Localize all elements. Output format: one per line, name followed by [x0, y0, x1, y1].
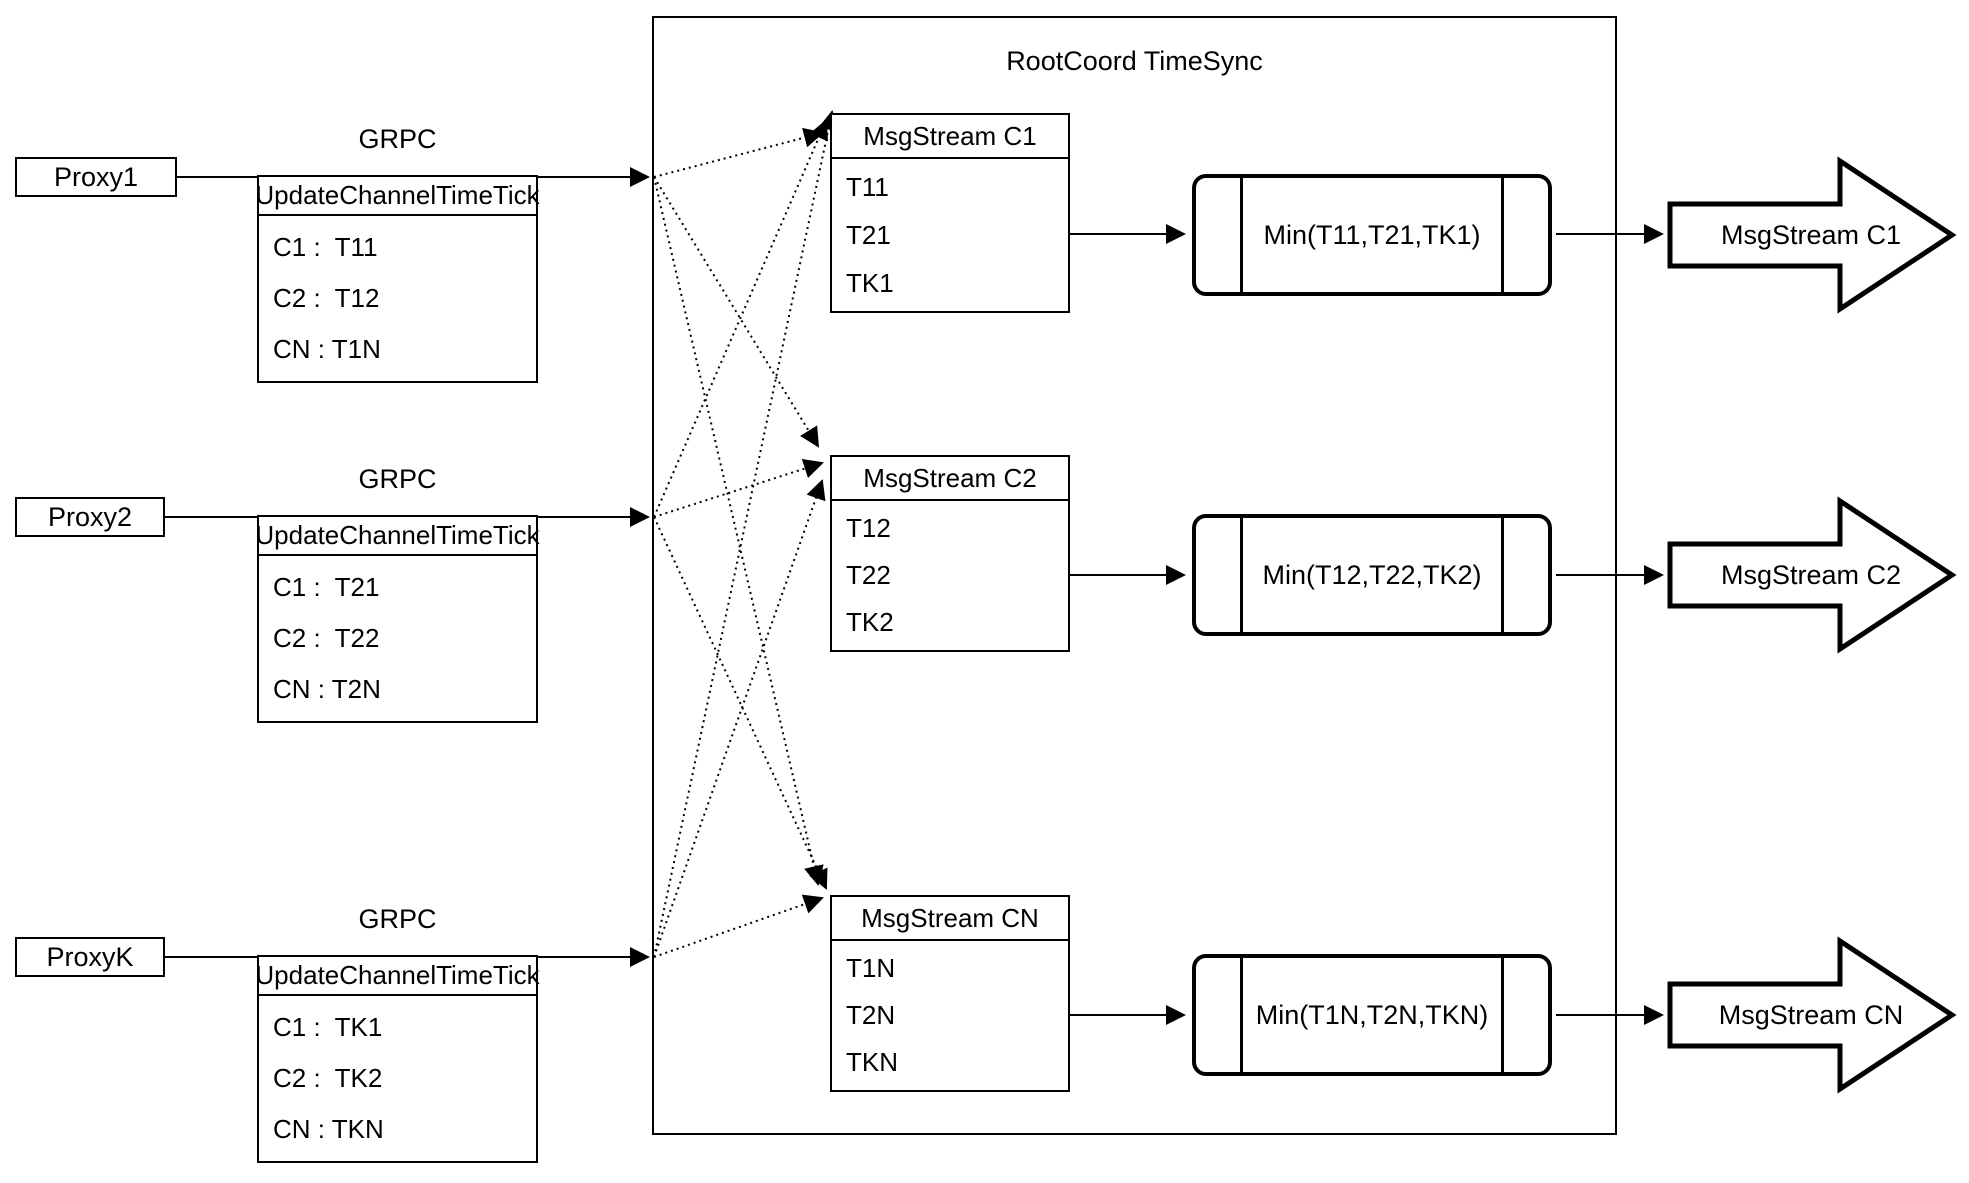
min-process-box-2: Min(T12,T22,TK2) [1192, 514, 1552, 636]
timetick-dotted-arrows [653, 110, 839, 958]
msgstream-c2-output-label: MsgStream C2 [1720, 559, 1902, 590]
timetick-table-2-row: C2 : T22 [273, 623, 380, 653]
proxy1-box: Proxy1 [15, 157, 177, 197]
min-process-box-1: Min(T11,T21,TK1) [1192, 174, 1552, 296]
update-channel-timetick-table-1: UpdateChannelTimeTick C1 : T11 C2 : T12 … [255, 175, 540, 383]
msgstream-c1-output-label: MsgStream C1 [1720, 219, 1902, 250]
process-divider-right [1501, 958, 1504, 1072]
msgstream-c1-row: T11 [846, 171, 889, 202]
msgstream-c2-table: MsgStream C2 T12 T22 TK2 [830, 455, 1070, 652]
min-expression-2: Min(T12,T22,TK2) [1262, 559, 1482, 590]
proxyk-label: ProxyK [46, 941, 134, 972]
msgstream-c1-table-header: MsgStream C1 [832, 115, 1068, 159]
min-expression-1: Min(T11,T21,TK1) [1263, 219, 1481, 250]
dotted-arrow-p1-c1 [653, 127, 824, 178]
msgstream-c1-row: TK1 [846, 267, 894, 298]
process-divider-left [1240, 178, 1243, 292]
msgstream-c1-row: T21 [846, 219, 891, 250]
grpc-label-1: GRPC [358, 123, 437, 154]
rootcoord-timesync-container: RootCoord TimeSync [652, 16, 1617, 1135]
msgstream-cn-table: MsgStream CN T1N T2N TKN [830, 895, 1070, 1092]
msgstream-c2-row: T22 [846, 560, 891, 590]
msgstream-cn-row: TKN [846, 1047, 898, 1077]
timetick-table-2-header: UpdateChannelTimeTick [255, 517, 540, 556]
rootcoord-title: RootCoord TimeSync [1006, 46, 1263, 76]
proxy2-label: Proxy2 [47, 501, 133, 532]
msgstream-cn-table-header: MsgStream CN [832, 897, 1068, 941]
timetick-table-1-row: CN : T1N [273, 334, 381, 364]
timetick-table-3-row: C1 : TK1 [273, 1012, 383, 1042]
dotted-arrow-p1-c2 [653, 176, 820, 448]
min-expression-3: Min(T1N,T2N,TKN) [1255, 999, 1489, 1030]
timetick-table-1-row: C1 : T11 [273, 232, 378, 262]
update-channel-timetick-table-2: UpdateChannelTimeTick C1 : T21 C2 : T22 … [255, 515, 540, 723]
timetick-table-2-row: C1 : T21 [273, 572, 380, 602]
msgstream-cn-row: T1N [846, 953, 896, 983]
proxyk-box: ProxyK [15, 937, 165, 977]
dotted-arrow-pk-c2 [653, 479, 826, 958]
min-process-box-3: Min(T1N,T2N,TKN) [1192, 954, 1552, 1076]
msgstream-cn-output-arrow [1667, 936, 1957, 1094]
proxy2-box: Proxy2 [15, 497, 165, 537]
timetick-table-3-row: CN : TKN [273, 1114, 384, 1144]
timetick-table-1-header: UpdateChannelTimeTick [255, 177, 540, 216]
process-divider-left [1240, 518, 1243, 632]
process-divider-right [1501, 518, 1504, 632]
msgstream-c1-output-arrow [1667, 156, 1957, 314]
msgstream-cn-row: T2N [846, 1000, 896, 1030]
msgstream-cn-output-label: MsgStream CN [1718, 999, 1904, 1030]
timetick-table-3-row: C2 : TK2 [273, 1063, 383, 1093]
dotted-arrow-p1-cn [653, 176, 824, 886]
update-channel-timetick-table-3: UpdateChannelTimeTick C1 : TK1 C2 : TK2 … [255, 955, 540, 1163]
msgstream-c2-table-header: MsgStream C2 [832, 457, 1068, 501]
dotted-arrow-p2-cn [653, 516, 828, 890]
msgstream-c2-output-arrow [1667, 496, 1957, 654]
grpc-label-2: GRPC [358, 463, 437, 494]
timetick-table-3-header: UpdateChannelTimeTick [255, 957, 540, 996]
proxy1-label: Proxy1 [53, 161, 139, 192]
msgstream-c2-row: TK2 [846, 607, 894, 637]
msgstream-c1-table: MsgStream C1 T11 T21 TK1 [830, 113, 1070, 313]
process-divider-right [1501, 178, 1504, 292]
msgstream-c2-row: T12 [846, 513, 891, 543]
process-divider-left [1240, 958, 1243, 1072]
grpc-label-3: GRPC [358, 903, 437, 934]
timetick-table-2-row: CN : T2N [273, 674, 381, 704]
timetick-table-1-row: C2 : T12 [273, 283, 380, 313]
